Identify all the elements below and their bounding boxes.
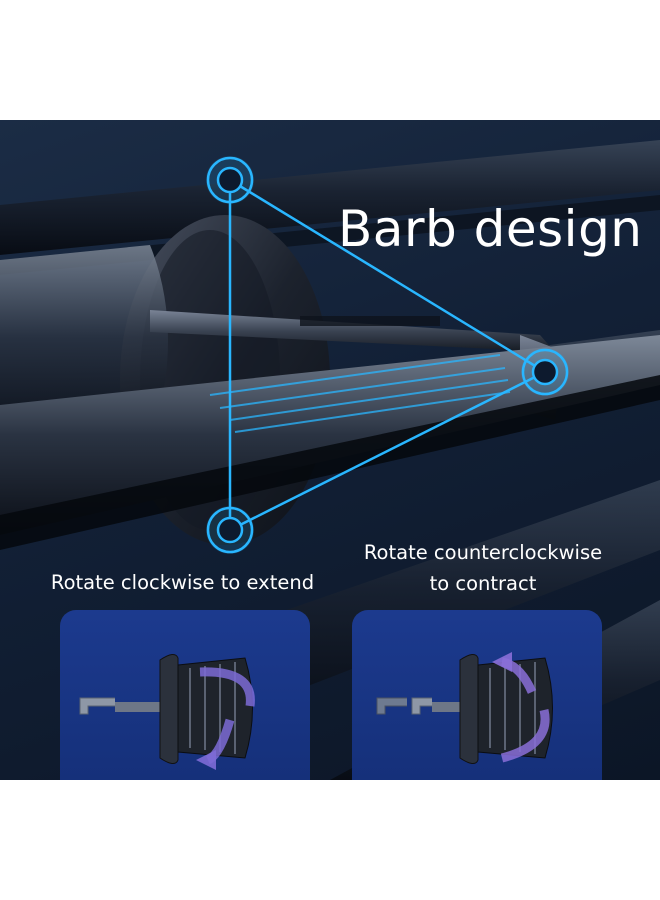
contract-demo-panel (352, 610, 602, 780)
clip-contract-illustration (376, 652, 553, 764)
caption-contract: Rotate counterclockwise to contract (352, 537, 614, 599)
rotate-arrow-icon (196, 667, 255, 770)
caption-contract-line2: to contract (429, 572, 537, 595)
target-ring-icon (206, 506, 254, 554)
extend-demo-panel (60, 610, 310, 780)
glow-streaks (209, 354, 511, 433)
clip-extend-illustration (79, 654, 255, 770)
product-scene (0, 120, 660, 780)
barb-triangle (228, 178, 546, 532)
holder-body (0, 245, 168, 430)
target-ring-icon (206, 156, 254, 204)
headline: Barb design (338, 200, 643, 258)
caption-extend-text: Rotate clockwise to extend (50, 571, 315, 594)
vent-clip-illustration (0, 140, 660, 780)
rotate-arrow-icon (492, 652, 550, 763)
caption-contract-line1: Rotate counterclockwise (363, 541, 603, 564)
target-ring-icon (521, 348, 569, 396)
caption-extend: Rotate clockwise to extend (40, 567, 325, 598)
